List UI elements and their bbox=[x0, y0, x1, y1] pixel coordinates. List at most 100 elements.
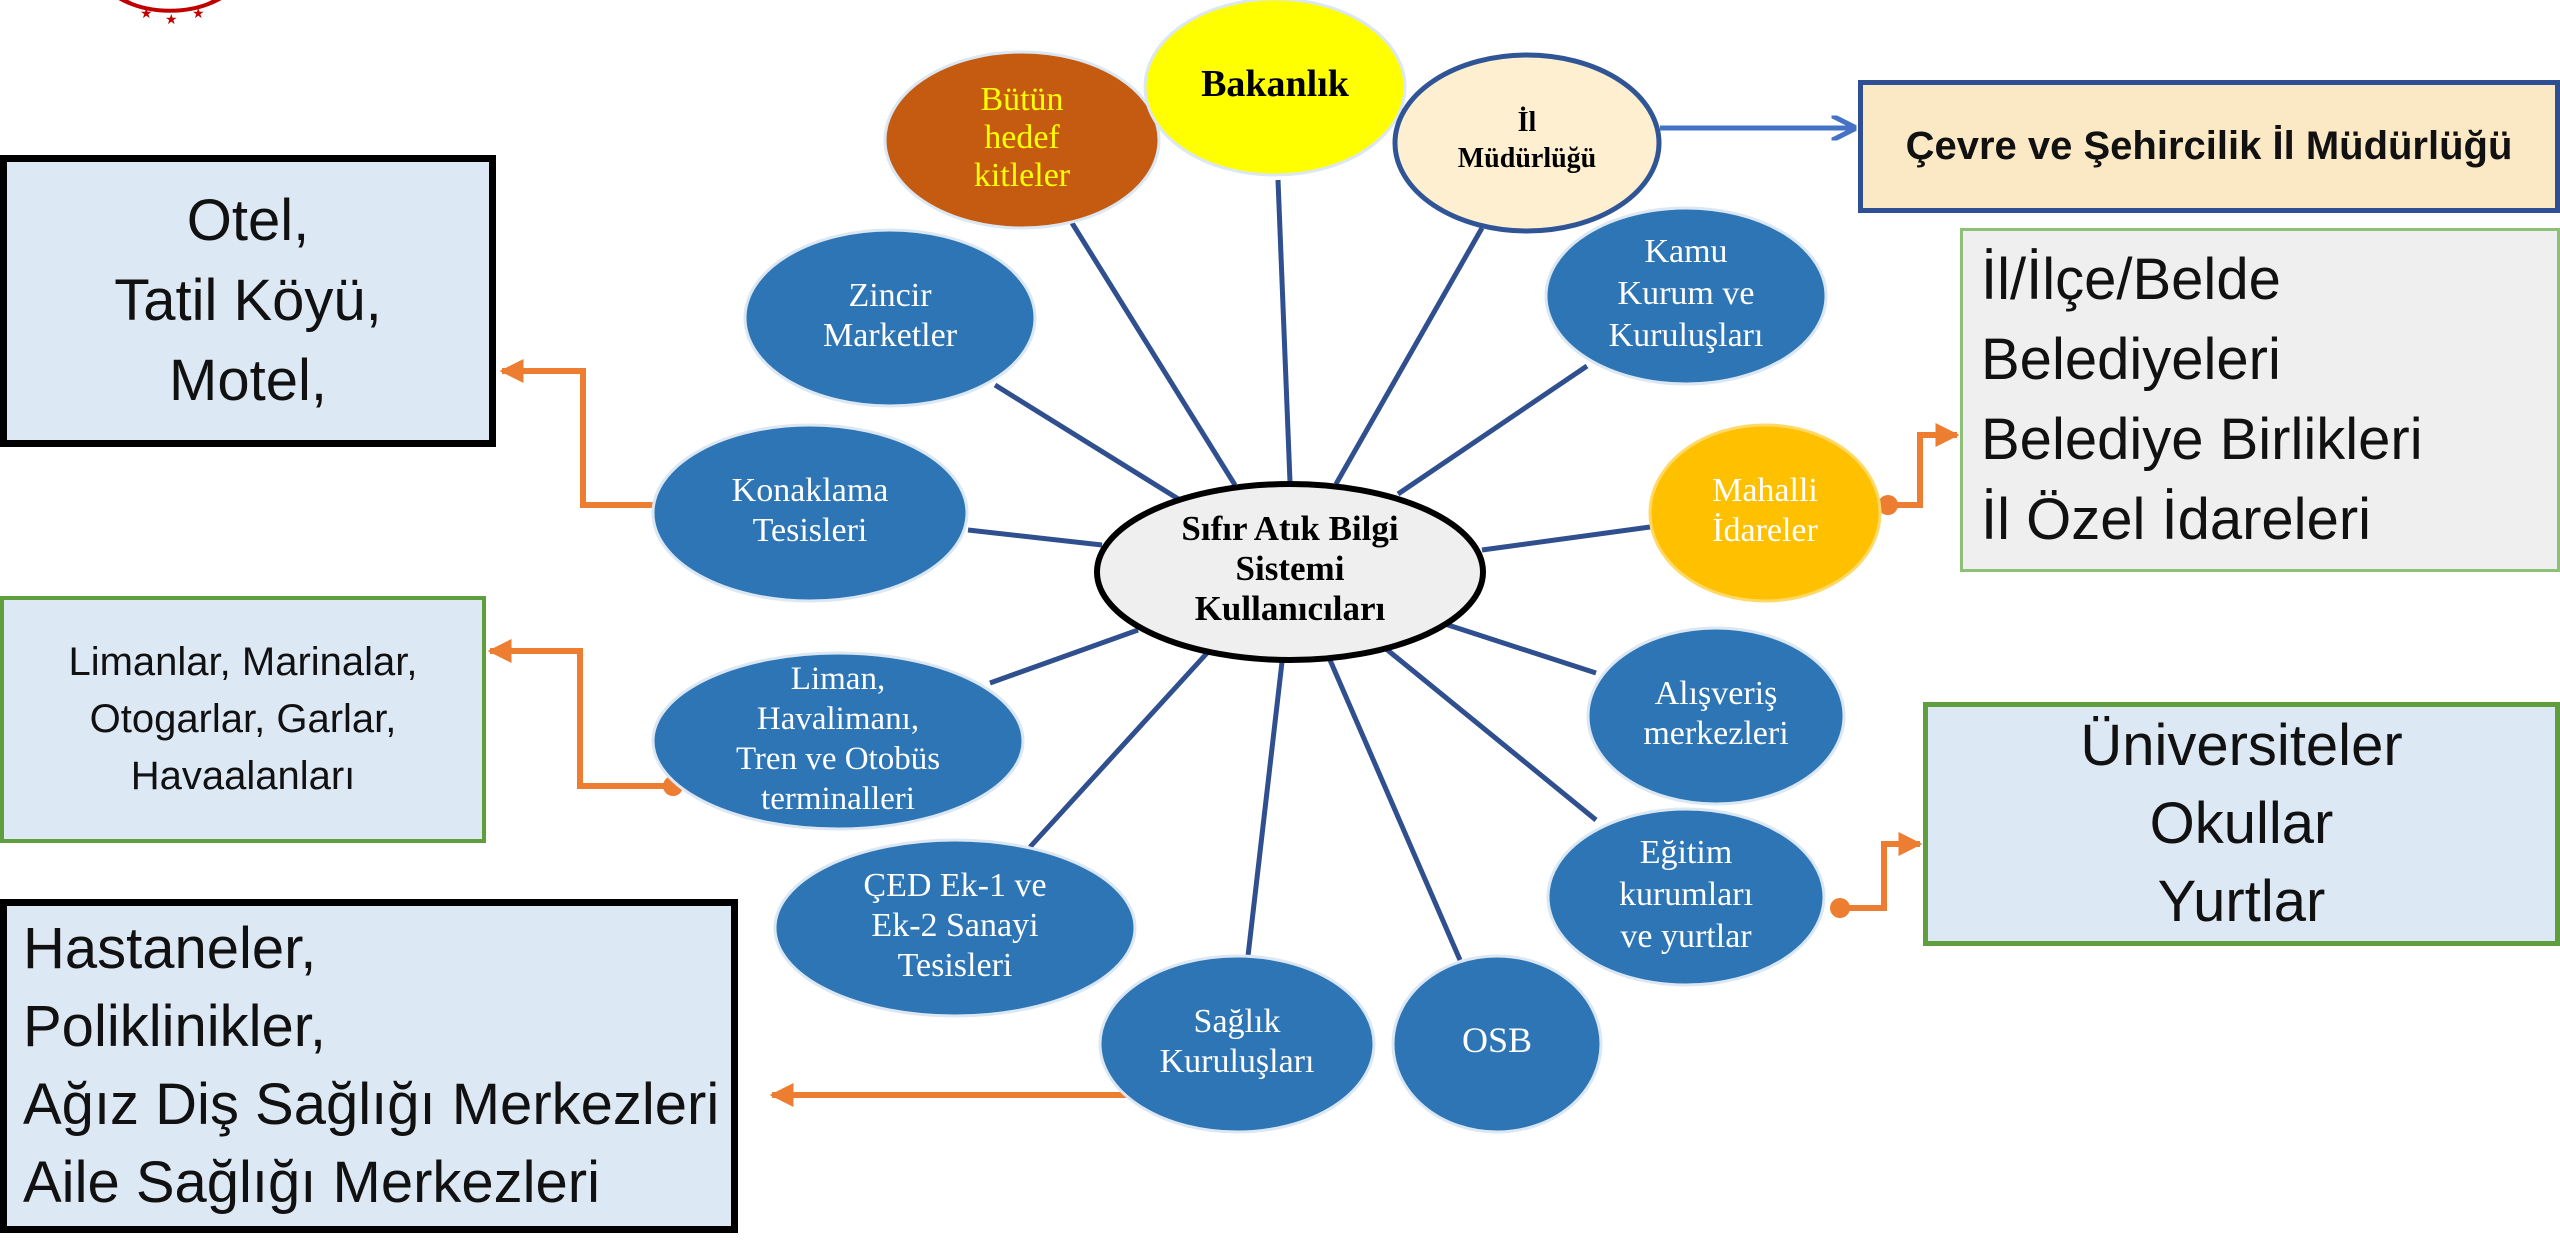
egitim-box-line: Üniversiteler bbox=[2080, 713, 2403, 778]
node-bakanlik: Bakanlık bbox=[1143, 0, 1407, 177]
node-kamu-kurum-line: Kuruluşları bbox=[1609, 317, 1764, 354]
belediye-box-line: Belediyeleri bbox=[1981, 327, 2281, 392]
cevre-box-line: Çevre ve Şehircilik İl Müdürlüğü bbox=[1905, 124, 2513, 168]
node-liman-terminaller-line: Havalimanı, bbox=[757, 701, 919, 737]
egitim-box-line: Yurtlar bbox=[2157, 869, 2326, 934]
node-mahalli-idareler-shape bbox=[1648, 423, 1882, 603]
hotels-box-line: Otel, bbox=[186, 188, 310, 253]
transport-box-line: Otogarlar, Garlar, bbox=[89, 697, 397, 741]
node-mahalli-idareler-line: İdareler bbox=[1712, 512, 1818, 549]
node-il-mudurlugu-shape bbox=[1392, 52, 1662, 234]
node-konaklama-tesisleri-shape bbox=[651, 423, 969, 603]
transport-terminals-box: Limanlar, Marinalar, Otogarlar, Garlar, Ha… bbox=[0, 596, 486, 843]
spoke-lines bbox=[967, 179, 1651, 961]
node-osb-line: OSB bbox=[1462, 1020, 1532, 1060]
node-saglik-kuruluslari-shape bbox=[1098, 954, 1376, 1134]
node-butun-hedef-kitleler-line: hedef bbox=[984, 119, 1060, 156]
node-egitim-kurumlari: Eğitim kurumları ve yurtlar bbox=[1546, 807, 1826, 987]
svg-text:★: ★ bbox=[140, 7, 153, 22]
center-label-line: Kullanıcıları bbox=[1195, 589, 1386, 628]
health-institutions-box: Hastaneler,Poliklinikler,Ağız Diş Sağlığ… bbox=[0, 899, 738, 1233]
node-osb: OSB bbox=[1391, 954, 1603, 1134]
node-kamu-kurum-line: Kamu bbox=[1644, 233, 1727, 270]
node-osb-shape bbox=[1391, 954, 1603, 1134]
svg-text:★: ★ bbox=[192, 7, 205, 22]
accommodation-types-box: Otel, Tatil Köyü, Motel, bbox=[0, 155, 496, 447]
node-butun-hedef-kitleler-line: Bütün bbox=[980, 81, 1063, 118]
node-liman-terminaller-shape bbox=[651, 651, 1025, 831]
node-osb-label: OSB bbox=[1462, 1020, 1532, 1060]
health-box-line: Poliklinikler, bbox=[23, 994, 326, 1059]
hotels-box-line: Motel, bbox=[169, 348, 327, 413]
transport-box-line: Limanlar, Marinalar, bbox=[68, 640, 418, 684]
transport-box-line: Havaalanları bbox=[130, 754, 356, 798]
node-egitim-kurumlari-label: Eğitim kurumları ve yurtlar bbox=[1619, 834, 1753, 955]
belediye-box-line: İl/İlçe/Belde bbox=[1981, 247, 2281, 312]
node-ced-sanayi-shape bbox=[773, 838, 1137, 1018]
node-egitim-kurumlari-shape bbox=[1546, 807, 1826, 987]
node-saglik-kuruluslari-line: Sağlık bbox=[1194, 1003, 1281, 1040]
node-mahalli-idareler-line: Mahalli bbox=[1712, 472, 1818, 509]
node-bakanlik-label: Bakanlık bbox=[1201, 63, 1350, 105]
node-bakanlik-shape bbox=[1143, 0, 1407, 177]
health-box-line: Aile Sağlığı Merkezleri bbox=[23, 1150, 600, 1215]
node-liman-terminaller-label: Liman, Havalimanı, Tren ve Otobüs terminall… bbox=[736, 661, 940, 817]
node-egitim-kurumlari-line: kurumları bbox=[1619, 876, 1753, 913]
node-liman-terminaller: Liman, Havalimanı, Tren ve Otobüs terminall… bbox=[651, 651, 1025, 831]
node-bakanlik-line: Bakanlık bbox=[1201, 63, 1350, 105]
node-konaklama-tesisleri-line: Konaklama bbox=[732, 472, 889, 509]
node-egitim-kurumlari-line: Eğitim bbox=[1640, 834, 1733, 871]
node-saglik-kuruluslari-line: Kuruluşları bbox=[1160, 1043, 1315, 1080]
node-egitim-kurumlari-line: ve yurtlar bbox=[1620, 918, 1752, 955]
node-zincir-marketler-line: Marketler bbox=[823, 317, 958, 354]
node-kamu-kurum-shape bbox=[1544, 206, 1828, 386]
svg-text:★: ★ bbox=[165, 13, 178, 28]
node-il-mudurlugu-line: Müdürlüğü bbox=[1458, 143, 1597, 174]
hotels-box-line: Tatil Köyü, bbox=[114, 268, 382, 333]
health-box-line: Hastaneler, bbox=[23, 916, 317, 981]
belediye-box-line: Belediye Birlikleri bbox=[1981, 407, 2423, 472]
orange-connectors bbox=[487, 359, 1960, 1107]
node-alisveris-merkezleri-line: Alışveriş bbox=[1655, 675, 1778, 712]
cevre-sehircilik-box: Çevre ve Şehircilik İl Müdürlüğü bbox=[1858, 80, 2560, 213]
node-alisveris-merkezleri-shape bbox=[1586, 626, 1846, 806]
node-kamu-kurum-line: Kurum ve bbox=[1618, 275, 1755, 312]
node-ced-sanayi-line: Ek-2 Sanayi bbox=[871, 907, 1038, 944]
node-ced-sanayi-line: ÇED Ek-1 ve bbox=[863, 867, 1046, 904]
center-label-line: Sistemi bbox=[1236, 549, 1345, 588]
node-alisveris-merkezleri-line: merkezleri bbox=[1643, 715, 1788, 752]
center-label-line: Sıfır Atık Bilgi bbox=[1181, 509, 1398, 548]
node-konaklama-tesisleri-line: Tesisleri bbox=[753, 512, 868, 549]
node-liman-terminaller-line: Liman, bbox=[791, 661, 885, 697]
node-liman-terminaller-line: terminalleri bbox=[761, 781, 915, 817]
node-butun-hedef-kitleler-line: kitleler bbox=[974, 157, 1071, 194]
belediye-box-line: İl Özel İdareleri bbox=[1981, 487, 2372, 552]
node-ced-sanayi-line: Tesisleri bbox=[898, 947, 1013, 984]
egitim-box-line: Okullar bbox=[2149, 791, 2334, 856]
node-liman-terminaller-line: Tren ve Otobüs bbox=[736, 741, 940, 777]
node-butun-hedef-kitleler-shape bbox=[883, 50, 1161, 230]
